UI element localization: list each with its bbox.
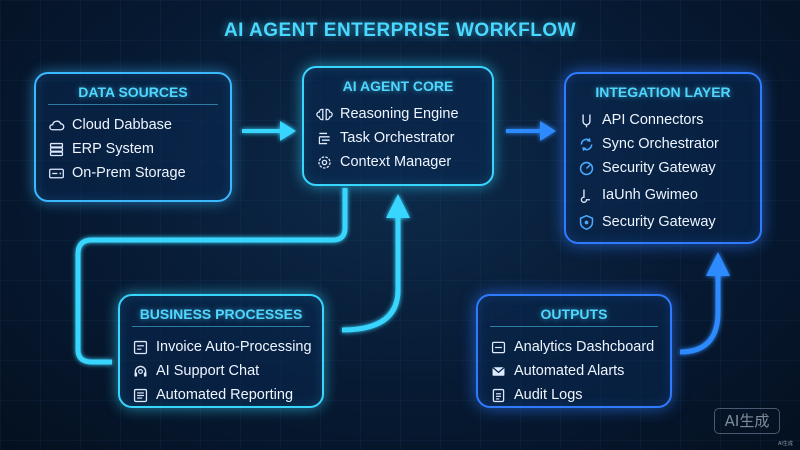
item-label: Task Orchestrator <box>340 130 455 146</box>
gauge-icon <box>579 161 594 175</box>
list-item: Security Gateway <box>578 156 748 180</box>
item-label: Analytics Dashcboard <box>514 339 655 355</box>
list-item: AI Support Chat <box>132 359 310 383</box>
list-item: IaUnh Gwimeo <box>578 183 748 207</box>
item-label: IaUnh Gwimeo <box>602 187 698 203</box>
list-item: API Connectors <box>578 108 748 132</box>
item-label: Automated Reporting <box>156 387 294 403</box>
node-business-processes: BUSINESS PROCESSES Invoice Auto-Processi… <box>118 294 324 408</box>
list-item: Cloud Dabbase <box>48 113 218 137</box>
mail-icon <box>492 366 505 376</box>
item-label: AI Support Chat <box>156 363 260 379</box>
item-label: Invoice Auto-Processing <box>156 339 312 355</box>
list-item: ERP System <box>48 137 218 161</box>
watermark-corner: AI生成 <box>778 441 793 447</box>
node-outputs: OUTPUTS Analytics Dashcboard Automated A… <box>476 294 672 408</box>
list-item: Invoice Auto-Processing <box>132 335 312 359</box>
sync-icon <box>580 137 593 151</box>
item-label: On-Prem Storage <box>72 165 186 181</box>
item-label: ERP System <box>72 141 154 157</box>
brain-icon <box>316 108 333 120</box>
node-integration-layer: INTEGATION LAYER API Connectors Sync Orc… <box>564 72 762 244</box>
item-label: Automated Alarts <box>514 363 625 379</box>
node-integration-layer-title: INTEGATION LAYER <box>595 84 731 100</box>
diagram-title: AI AGENT ENTERPRISE WORKFLOW <box>223 20 577 41</box>
report-icon <box>133 388 148 402</box>
server-icon <box>49 168 64 178</box>
item-label: API Connectors <box>602 112 704 128</box>
list-item: Sync Orchestrator <box>578 132 748 156</box>
watermark-badge: AI生成 <box>714 408 780 434</box>
list-item: Audit Logs <box>490 383 658 407</box>
cloud-icon <box>49 120 65 130</box>
item-label: Security Gateway <box>602 214 716 230</box>
list-item: Automated Reporting <box>132 383 310 407</box>
headset-icon <box>134 365 147 377</box>
node-outputs-title: OUTPUTS <box>490 306 658 327</box>
node-business-processes-title: BUSINESS PROCESSES <box>132 306 310 327</box>
node-data-sources: DATA SOURCES Cloud Dabbase ERP System On… <box>34 72 232 202</box>
list-item: Analytics Dashcboard <box>490 335 658 359</box>
item-label: Sync Orchestrator <box>602 136 719 152</box>
node-data-sources-title: DATA SOURCES <box>48 84 218 105</box>
checklist-icon <box>318 132 330 144</box>
item-label: Cloud Dabbase <box>72 117 172 133</box>
item-label: Reasoning Engine <box>340 106 459 122</box>
api-icon <box>582 114 591 127</box>
list-item: On-Prem Storage <box>48 161 218 185</box>
gear-brain-icon <box>318 155 331 169</box>
key-icon <box>580 189 590 203</box>
item-label: Audit Logs <box>514 387 583 403</box>
invoice-icon <box>133 340 148 354</box>
list-item: Task Orchestrator <box>316 126 480 150</box>
node-agent-core-title: AI AGENT CORE <box>342 78 454 94</box>
dashboard-icon <box>491 341 506 353</box>
list-item: Security Gateway <box>578 210 748 234</box>
node-agent-core: AI AGENT CORE Reasoning Engine Task Orch… <box>302 66 494 186</box>
list-item: Automated Alarts <box>490 359 658 383</box>
list-item: Reasoning Engine <box>316 102 480 126</box>
item-label: Context Manager <box>340 154 452 170</box>
list-item: Context Manager <box>316 150 480 174</box>
shield-icon <box>579 214 594 230</box>
database-icon <box>49 142 64 156</box>
clipboard-icon <box>492 388 505 402</box>
item-label: Security Gateway <box>602 160 716 176</box>
